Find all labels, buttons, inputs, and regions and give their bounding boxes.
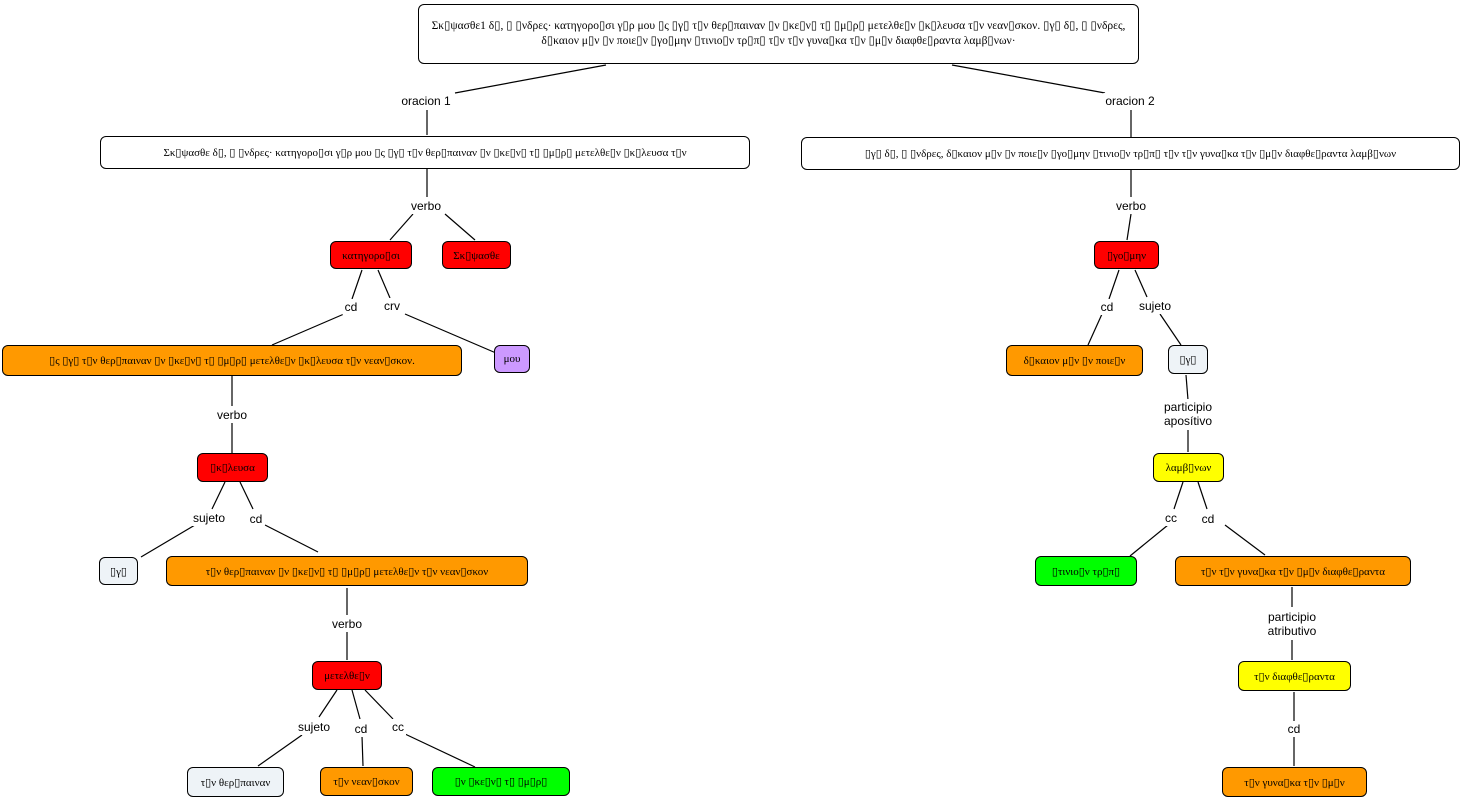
edge-label-cd: cd (1285, 721, 1303, 737)
edge-sujeto-therapainan (257, 734, 303, 767)
edge-cd-dikaion (1087, 313, 1103, 346)
edge-egoumen-sujeto (1134, 269, 1148, 298)
edge-ekeleusa-sujeto (211, 481, 226, 510)
subject-node-ego-left[interactable]: ▯γ▯ (99, 557, 138, 585)
edge-sujeto-ego (140, 524, 196, 558)
edge-label-cc: cc (390, 719, 406, 735)
edge-label-participio-atributivo: participio atributivo (1258, 609, 1326, 639)
edge-ego-participio (1185, 374, 1189, 401)
cd-node-therapainan-clause[interactable]: τ▯ν θερ▯παιναν ▯ν ▯κε▯ν▯ τ▯ ▯μ▯ρ▯ μετελθ… (166, 556, 528, 586)
edge-label-participio-apositivo: participio aposítivo (1154, 399, 1222, 429)
edge-label-oracion2: oracion 2 (1103, 93, 1157, 109)
edge-metelthein-sujeto (318, 689, 338, 718)
cc-node-tinioun-tropoi[interactable]: ▯τινιο▯ν τρ▯π▯ (1035, 556, 1137, 586)
edge-label-cd: cd (352, 721, 370, 737)
verb-node-ekeleusa[interactable]: ▯κ▯λευσα (197, 453, 268, 482)
verb-node-metelthein[interactable]: μετελθε▯ν (312, 661, 382, 690)
edge-label-crv: crv (382, 298, 402, 314)
edge-cd-gynaika-clause (1224, 524, 1266, 556)
edge-label-oracion1: oracion 1 (399, 93, 453, 109)
edge-crv-mou (404, 313, 497, 354)
participle-node-diaphtheiranta[interactable]: τ▯ν διαφθε▯ραντα (1238, 661, 1351, 691)
sentence-2-node[interactable]: ▯γ▯ δ▯, ▯ ▯νδρες, δ▯καιον μ▯ν ▯ν ποιε▯ν … (801, 137, 1460, 170)
cd-node-dikaion[interactable]: δ▯καιον μ▯ν ▯ν ποιε▯ν (1006, 345, 1143, 376)
edge-lambanon-cc (1173, 481, 1184, 510)
edge-label-cd: cd (342, 299, 360, 315)
edge-sujeto-ego (1159, 313, 1182, 346)
edge-katigorousi-cd (351, 269, 363, 300)
edge-label-cd: cd (1098, 299, 1116, 315)
edge-ekeleusa-cd (239, 481, 254, 510)
cd-node-hos-clause[interactable]: ▯ς ▯γ▯ τ▯ν θερ▯παιναν ▯ν ▯κε▯ν▯ τ▯ ▯μ▯ρ▯… (2, 345, 462, 376)
edge-cd-therapainan-clause (264, 524, 319, 553)
crv-node-mou[interactable]: μου (494, 345, 530, 373)
edge-label-sujeto: sujeto (295, 719, 333, 735)
edge-metelthein-cd (351, 689, 361, 720)
cd-node-neaniskon[interactable]: τ▯ν νεαν▯σκον (320, 767, 413, 796)
root-text-node[interactable]: Σκ▯ψασθε1 δ▯, ▯ ▯νδρες· κατηγορο▯σι γ▯ρ … (418, 4, 1139, 64)
verb-node-egoumen[interactable]: ▯γο▯μην (1094, 241, 1159, 269)
edge-cd-hos (271, 313, 345, 346)
edge-cc-tinioun (1129, 524, 1169, 557)
edge-label-sujeto: sujeto (190, 510, 228, 526)
participle-node-lambanon[interactable]: λαμβ▯νων (1153, 453, 1224, 482)
cd-node-gynaika[interactable]: τ▯ν γυνα▯κα τ▯ν ▯μ▯ν (1222, 767, 1367, 797)
verb-node-katigorousi[interactable]: κατηγορο▯σι (330, 241, 412, 269)
edge-label-verbo: verbo (408, 198, 444, 214)
cc-node-ekeinei[interactable]: ▯ν ▯κε▯ν▯ τ▯ ▯μ▯ρ▯ (432, 767, 570, 796)
edge-label-cc: cc (1163, 510, 1179, 526)
edge-label-verbo: verbo (214, 407, 250, 423)
subject-node-therapainan[interactable]: τ▯ν θερ▯παιναν (187, 767, 284, 797)
edge-lambanon-cd (1197, 481, 1208, 510)
cd-node-gynaika-clause[interactable]: τ▯ν τ▯ν γυνα▯κα τ▯ν ▯μ▯ν διαφθε▯ραντα (1175, 556, 1411, 586)
verb-node-skepsasthe[interactable]: Σκ▯ψασθε (442, 241, 511, 269)
edge-egoumen-cd (1108, 269, 1120, 300)
edge-label-cd: cd (1199, 511, 1217, 527)
edge-label-cd: cd (247, 511, 265, 527)
edge-cc-ekeinei (404, 733, 476, 768)
subject-node-ego-right[interactable]: ▯γ▯ (1168, 345, 1208, 374)
edge-katigorousi-crv (377, 269, 391, 299)
edge-root-oracion1 (454, 64, 607, 94)
edge-verbo-katigorousi (389, 213, 414, 241)
edge-verbo-skepsasthe (444, 213, 476, 241)
edge-verbo-egoumen (1126, 213, 1132, 241)
edge-root-oracion2 (951, 64, 1106, 94)
edge-label-sujeto: sujeto (1136, 298, 1174, 314)
edge-cd-neaniskon (361, 735, 364, 767)
edge-label-verbo: verbo (329, 616, 365, 632)
edge-metelthein-cc (364, 689, 394, 720)
sentence-1-node[interactable]: Σκ▯ψασθε δ▯, ▯ ▯νδρες· κατηγορο▯σι γ▯ρ μ… (100, 136, 750, 169)
edge-label-verbo: verbo (1113, 198, 1149, 214)
